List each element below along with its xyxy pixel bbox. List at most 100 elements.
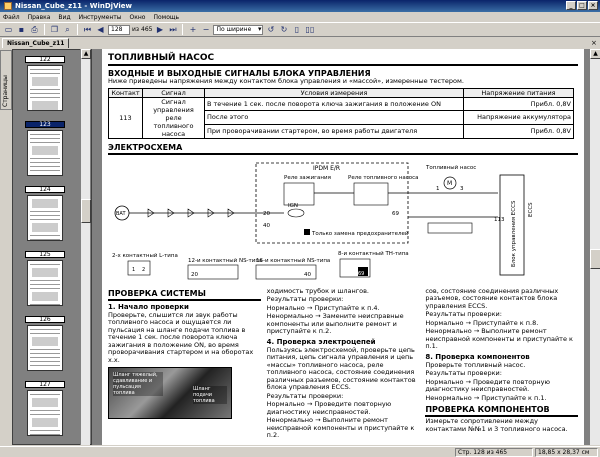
print-icon[interactable]: ⎙: [31, 24, 38, 34]
thumbnail-page[interactable]: 123: [25, 121, 65, 176]
thumbnail-page-number: 127: [25, 381, 65, 388]
maximize-button[interactable]: □: [577, 1, 587, 10]
menu-help[interactable]: Помощь: [153, 13, 180, 21]
col2-text-1: ходимость трубок и шлангов.: [266, 286, 370, 295]
fuse-symbol: [287, 208, 305, 217]
pump-connector: [427, 222, 473, 233]
ecm-short-label: ECCS: [528, 201, 534, 216]
connector-pin: 69: [358, 271, 364, 277]
col3-ok-2: Нормально → Проведите повторную диагност…: [425, 377, 550, 393]
table-cell-voltage: Прибл. 0,8V: [463, 96, 574, 112]
minimize-button[interactable]: _: [566, 1, 576, 10]
pages-sidebar-tab[interactable]: Страницы: [0, 50, 12, 110]
status-page: Стр. 128 из 465: [455, 448, 533, 457]
next-page-icon[interactable]: ▶: [156, 25, 164, 34]
zoom-select[interactable]: По ширине: [213, 24, 264, 35]
document-tab[interactable]: Nissan_Cube_z11: [2, 38, 70, 48]
connector-12: [187, 264, 239, 279]
tab-close-icon[interactable]: ×: [591, 39, 597, 47]
connector-pin: 1: [132, 267, 135, 273]
pin-label: 1: [436, 186, 440, 192]
step-4-text: Пользуясь электросхемой, проверьте цепь …: [266, 345, 416, 391]
two-page-icon[interactable]: ▯▯: [305, 25, 315, 34]
io-subtitle: ВХОДНЫЕ И ВЫХОДНЫЕ СИГНАЛЫ БЛОКА УПРАВЛЕ…: [108, 69, 371, 78]
toolbar-separator: [44, 24, 45, 35]
last-page-icon[interactable]: ⏭: [169, 24, 177, 34]
menu-edit[interactable]: Правка: [27, 13, 51, 21]
thumbnail-image: [27, 195, 63, 241]
open-icon[interactable]: ▭: [4, 25, 13, 34]
thumbnail-page[interactable]: 124: [25, 186, 65, 241]
status-size: 18,85 x 28,37 см: [535, 448, 598, 457]
scroll-thumb[interactable]: [81, 199, 91, 223]
search-icon[interactable]: ⌕: [65, 24, 70, 34]
menu-bar: Файл Правка Вид Инструменты Окно Помощь: [0, 12, 600, 22]
thumbnail-image: [27, 325, 63, 371]
page-number-input[interactable]: 128: [108, 24, 130, 35]
col3-text-1: сов, состояние соединения различных разъ…: [425, 286, 559, 310]
engine-photo: Шланг тяжелый, сдавливание и пульсация т…: [108, 367, 232, 419]
section-title: ТОПЛИВНЫЙ НАСОС: [108, 53, 578, 66]
col3-ok: Нормально → Приступайте к п.8.: [425, 318, 539, 327]
first-page-icon[interactable]: ⏮: [83, 24, 92, 34]
connector-12-label: 12-и контактный NS-типа: [188, 257, 262, 264]
copy-icon[interactable]: ❐: [50, 25, 59, 34]
table-header: Напряжение питания: [463, 87, 574, 98]
scroll-thumb[interactable]: [590, 249, 600, 269]
toolbar-separator: [77, 24, 78, 35]
photo-label-2: Шланг тяжелый, сдавливание и пульсация т…: [113, 372, 163, 396]
relay-pump-label: Реле топливного насоса: [348, 175, 419, 181]
table-cell-voltage: Напряжение аккумулятора: [463, 110, 574, 125]
thumbnail-page[interactable]: 126: [25, 316, 65, 371]
rotate-right-icon[interactable]: ↻: [280, 25, 288, 34]
thumbnail-page[interactable]: 125: [25, 251, 65, 306]
step-1-text: Проверьте, слышится ли звук работы топли…: [108, 310, 254, 364]
status-bar: Стр. 128 из 465 18,85 x 28,37 см: [0, 446, 600, 457]
thumbnail-page[interactable]: 127: [25, 381, 65, 436]
title-bar[interactable]: Nissan_Cube_z11 - WinDjView _ □ ×: [0, 0, 600, 12]
thumbnail-image: [27, 65, 63, 111]
menu-tools[interactable]: Инструменты: [78, 13, 122, 21]
rotate-left-icon[interactable]: ↺: [267, 25, 275, 34]
relay-ign-label: Реле зажигания: [284, 175, 331, 181]
prev-page-icon[interactable]: ◀: [97, 25, 104, 34]
table-cell-signal: Сигнал управления реле топливного насоса: [142, 96, 205, 139]
col3-results-2: Результаты проверки:: [425, 369, 502, 377]
menu-file[interactable]: Файл: [3, 13, 20, 21]
scroll-up-icon[interactable]: ▲: [81, 49, 91, 59]
column-3: сов, состояние соединения различных разъ…: [425, 286, 579, 440]
check-columns: ПРОВЕРКА СИСТЕМЫ 1. Начало проверки Пров…: [108, 286, 579, 440]
connector-symbols: [147, 207, 235, 218]
scroll-up-icon[interactable]: ▲: [590, 49, 600, 59]
connector-8-label: 8-и контактный TH-типа: [338, 250, 409, 257]
connector-l-label: 2-х контактный L-типа: [112, 252, 178, 259]
table-cell-condition: В течение 1 сек. после поворота ключа за…: [204, 96, 464, 112]
thumbnail-page-number: 122: [25, 56, 65, 63]
zoom-out-icon[interactable]: −: [202, 25, 210, 34]
fuse-note: Только замена предохранителей: [311, 230, 409, 237]
ipdm-label: IPDM E/R: [313, 165, 340, 172]
single-page-icon[interactable]: ▯: [294, 25, 300, 34]
menu-view[interactable]: Вид: [58, 13, 71, 21]
wiring-diagram-svg: IPDM E/R Реле зажигания Реле топливного …: [112, 162, 534, 279]
save-icon[interactable]: ▪: [18, 25, 25, 34]
thumbnail-image: [27, 390, 63, 436]
document-scrollbar[interactable]: ▲: [589, 49, 600, 445]
zoom-in-icon[interactable]: +: [189, 25, 197, 34]
thumbnail-page[interactable]: 122: [25, 56, 65, 111]
thumbnail-scrollbar[interactable]: ▲: [80, 49, 91, 445]
column-1: ПРОВЕРКА СИСТЕМЫ 1. Начало проверки Пров…: [108, 287, 261, 440]
component-check-text: Измерьте сопротивление между контактами …: [425, 417, 568, 433]
table-header: Контакт: [108, 87, 143, 98]
thumbnail-panel[interactable]: 122 123 124 125 126 127: [12, 49, 92, 445]
ipdm-box: [255, 162, 409, 243]
close-button[interactable]: ×: [588, 1, 598, 10]
thumbnail-page-number: 123: [25, 121, 65, 128]
toolbar: ▭ ▪ ⎙ ❐ ⌕ ⏮ ◀ 128 из 465 ▶ ⏭ + − По шири…: [0, 22, 600, 37]
menu-window[interactable]: Окно: [129, 13, 146, 21]
thumbnail-page-number: 124: [25, 186, 65, 193]
ecm-label: Блок управления ECCS: [511, 200, 517, 267]
wire-path: [129, 192, 468, 217]
document-view[interactable]: ТОПЛИВНЫЙ НАСОС ВХОДНЫЕ И ВЫХОДНЫЕ СИГНА…: [92, 49, 589, 445]
motor-symbol: [443, 176, 457, 189]
